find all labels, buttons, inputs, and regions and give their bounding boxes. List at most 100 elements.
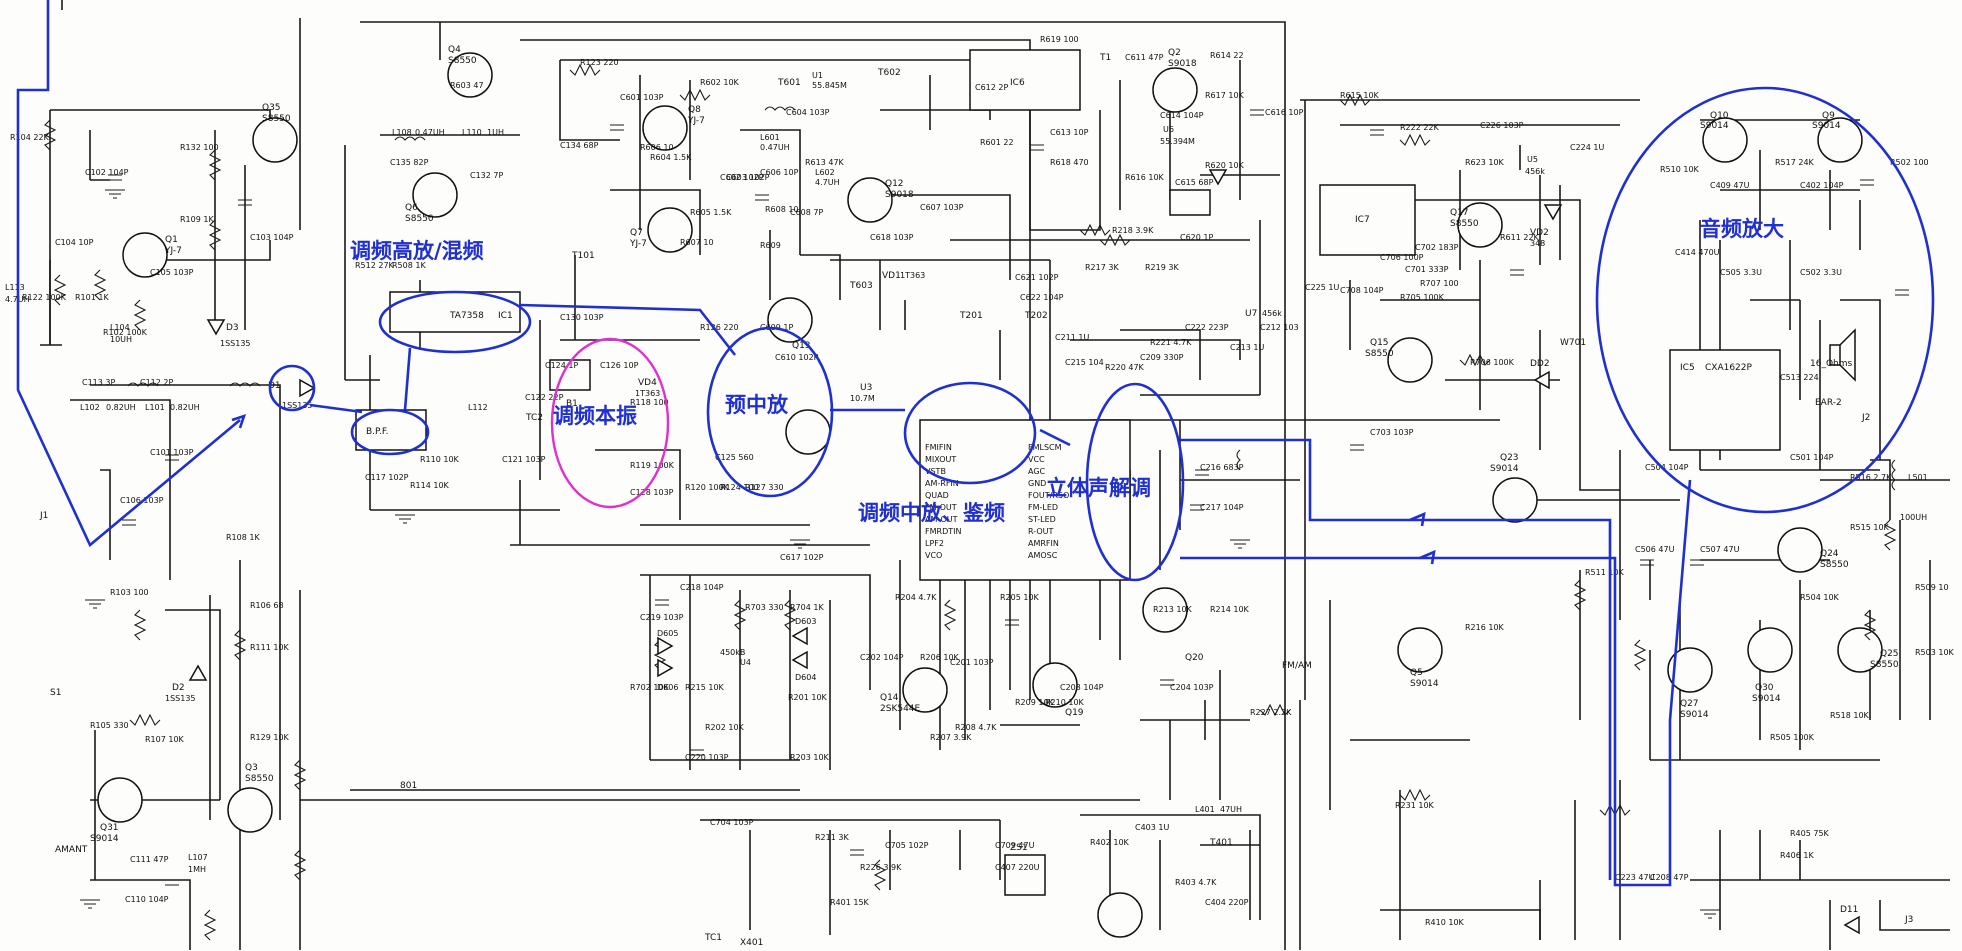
label-d11: D11 xyxy=(1840,905,1858,915)
capacitor-label: C604 103P xyxy=(786,108,830,117)
annotation-fm-local-osc: 调频本振 xyxy=(553,404,637,428)
label-q17: Q15 xyxy=(1370,338,1389,348)
label-l104-value: 10UH xyxy=(110,335,132,344)
label-q7-part: YJ-7 xyxy=(629,239,647,249)
label-q1-part: YJ-7 xyxy=(164,246,182,256)
resistor-label: R123 220 xyxy=(580,58,619,67)
capacitor-label: C122 22P xyxy=(525,393,564,402)
resistor-label: R601 22 xyxy=(980,138,1014,147)
stereo-output-path-1 xyxy=(1180,438,1612,880)
capacitor-label: C606 10P xyxy=(760,168,799,177)
label-vd2-part: 348 xyxy=(1530,239,1545,248)
ic7-reg xyxy=(1169,189,1211,216)
capacitor-label: C709 47U xyxy=(995,841,1035,850)
antenna-arrowhead xyxy=(231,413,247,429)
pin-5: FM-OUT xyxy=(925,503,957,512)
label-bpf: B.P.F. xyxy=(366,427,389,437)
resistor-label: R214 10K xyxy=(1210,605,1250,614)
capacitor-label: C112 2P xyxy=(140,378,173,387)
label-ic1-ref: IC1 xyxy=(498,311,513,321)
capacitor-label: C124 1P xyxy=(545,361,578,370)
capacitor-label: C204 103P xyxy=(1170,683,1214,692)
label-l602-value: 4.7UH xyxy=(815,178,840,187)
capacitor-label: C705 102P xyxy=(885,841,929,850)
capacitor-label: C225 1U xyxy=(1305,283,1339,292)
resistor-label: R202 10K xyxy=(705,723,745,732)
stereo-highlight xyxy=(1085,382,1185,582)
transistors xyxy=(97,52,1883,938)
label-l102-value: 0.82UH xyxy=(106,403,136,412)
label-ic5-part: CXA1622P xyxy=(1705,363,1753,373)
resistor-label: R201 10K xyxy=(788,693,828,702)
label-q15: Q14 xyxy=(880,693,899,703)
label-q17-part: S8550 xyxy=(1365,349,1394,359)
capacitor-label: C513 224 xyxy=(1780,373,1819,382)
label-d606: D606 xyxy=(657,683,678,692)
capacitor-label: C507 47U xyxy=(1700,545,1740,554)
capacitor-label: C608 7P xyxy=(790,208,823,217)
pin-17: R-OUT xyxy=(1028,527,1053,536)
label-l401-value: 47UH xyxy=(1220,805,1242,814)
label-l501: L501 xyxy=(1908,473,1928,482)
capacitor-label: C111 47P xyxy=(130,855,169,864)
resistor-label: R608 10 xyxy=(765,205,799,214)
annotation-fm-if-detect: 调频中放、鉴频 xyxy=(858,501,1005,525)
label-q14: Q31 xyxy=(100,823,119,833)
capacitor-label: C222 223P xyxy=(1185,323,1229,332)
annotation-fm-rf-mixer: 调频高放/混频 xyxy=(350,239,484,263)
resistor-label: R620 10K xyxy=(1205,161,1245,170)
label-q3-part: S8550 xyxy=(245,774,274,784)
label-u5: U5 xyxy=(1527,155,1538,164)
label-q4: Q4 xyxy=(448,45,461,55)
label-l601: L601 xyxy=(760,133,780,142)
ic1-highlight xyxy=(378,290,532,354)
pin-15: FM-LED xyxy=(1028,503,1058,512)
label-l108: L108 xyxy=(392,128,412,137)
label-vd1: VD1 xyxy=(882,271,901,281)
label-q30-part: S8550 xyxy=(1870,660,1899,670)
resistor-label: R120 100K xyxy=(685,483,730,492)
resistor-label: R108 1K xyxy=(226,533,260,542)
ic7-block xyxy=(1319,184,1416,256)
label-ear: EAR-2 xyxy=(1815,398,1842,408)
antenna-signal-path xyxy=(16,0,241,548)
capacitor-label: C130 103P xyxy=(560,313,604,322)
capacitor-label: C611 47P xyxy=(1125,53,1164,62)
resistor-label: R505 100K xyxy=(1770,733,1815,742)
capacitor-label: C617 102P xyxy=(780,553,824,562)
label-l107: L107 xyxy=(188,853,208,862)
pin-0: FMIFIN xyxy=(925,443,952,452)
resistor-label: R516 2.7K xyxy=(1850,473,1892,482)
zs1-block xyxy=(1004,854,1046,896)
capacitor-label: C706 100P xyxy=(1380,253,1424,262)
ic2-if-highlight xyxy=(903,381,1037,485)
label-l108-value: 0.47UH xyxy=(415,128,445,137)
capacitor-label: C502 3.3U xyxy=(1800,268,1842,277)
capacitor-label: C209 330P xyxy=(1140,353,1184,362)
pin-2: VSTB xyxy=(925,467,946,476)
passive-parts xyxy=(43,63,1909,941)
stereo-arrowhead-2 xyxy=(1419,549,1436,565)
capacitor-label: C620 1P xyxy=(1180,233,1213,242)
label-ic6: IC6 xyxy=(1010,78,1025,88)
capacitor-label: C603 102P xyxy=(726,173,770,182)
label-t602: T602 xyxy=(877,68,901,78)
label-vd4-part: 1T363 xyxy=(635,389,660,398)
capacitor-label: C105 103P xyxy=(150,268,194,277)
pin-1: MIXOUT xyxy=(925,455,956,464)
capacitor-label: C414 470U xyxy=(1675,248,1720,257)
label-d2: D2 xyxy=(172,683,185,693)
label-q24: Q23 xyxy=(1500,453,1519,463)
ic2-block xyxy=(919,419,1131,581)
pin-10: FMLSCM xyxy=(1028,443,1062,452)
label-q2: Q2 xyxy=(1168,48,1181,58)
label-vd1-part: 1T363 xyxy=(900,271,925,280)
label-u1: U1 xyxy=(812,71,823,80)
pin-14: FOUT/RSO xyxy=(1028,491,1069,500)
label-l401: L401 xyxy=(1195,805,1215,814)
resistor-label: R231 10K xyxy=(1395,801,1435,810)
capacitor-label: C203 104P xyxy=(1060,683,1104,692)
label-q8-part: YJ-7 xyxy=(687,116,705,126)
label-q12: Q12 xyxy=(885,179,904,189)
